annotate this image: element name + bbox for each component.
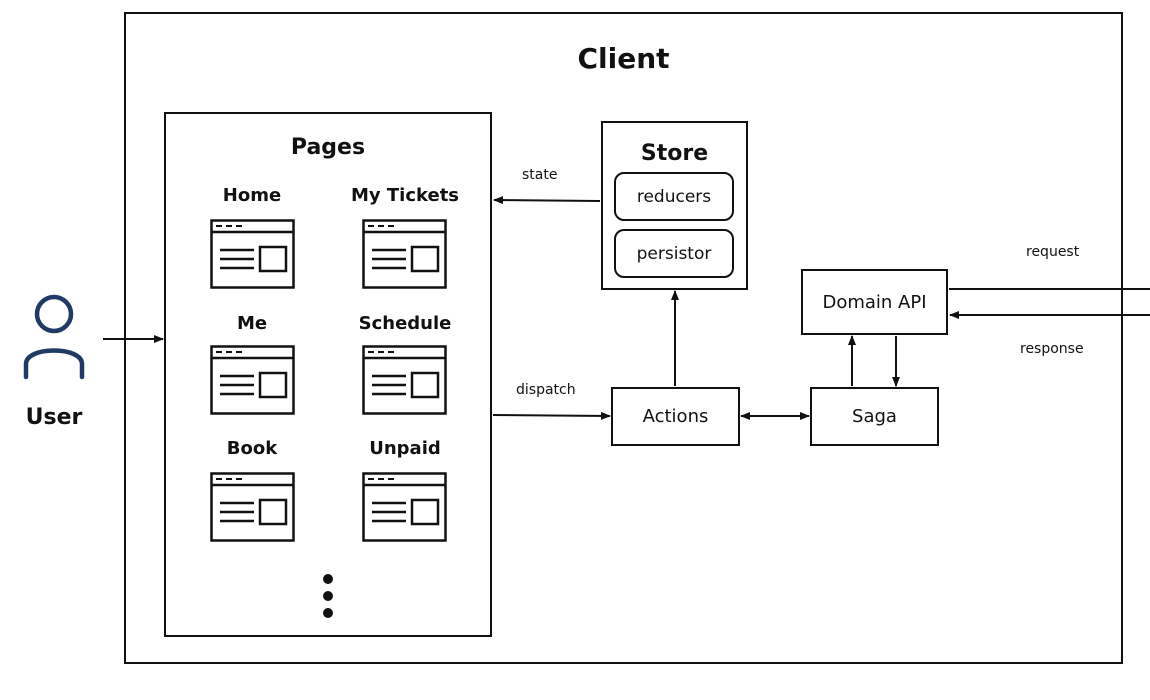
- pages-title: Pages: [290, 135, 366, 160]
- page-title-my-tickets: My Tickets: [350, 185, 460, 206]
- store-title: Store: [640, 141, 709, 166]
- page-title-me: Me: [236, 313, 268, 334]
- edge-label-request: request: [1026, 244, 1080, 260]
- domain-api-node: Domain API: [801, 269, 948, 335]
- page-title-book: Book: [226, 438, 278, 459]
- edge-label-response: response: [1020, 341, 1084, 357]
- saga-node: Saga: [810, 387, 939, 446]
- page-title-schedule: Schedule: [358, 313, 452, 334]
- page-window-icon-unpaid: [362, 472, 447, 542]
- page-window-icon-book: [210, 472, 295, 542]
- page-window-icon-home: [210, 219, 295, 289]
- edge-label-dispatch: dispatch: [516, 382, 576, 398]
- arrow-store-to-pages: [493, 196, 601, 205]
- store-reducers: reducers: [614, 172, 734, 221]
- page-window-icon-schedule: [362, 345, 447, 415]
- client-title: Client: [577, 42, 670, 75]
- user-icon: [14, 292, 94, 387]
- arrow-pages-to-actions: [492, 411, 611, 420]
- page-title-home: Home: [222, 185, 282, 206]
- page-window-icon-me: [210, 345, 295, 415]
- edge-label-state: state: [522, 167, 558, 183]
- more-pages-ellipsis-icon: [318, 572, 338, 622]
- page-window-icon-my-tickets: [362, 219, 447, 289]
- actions-node: Actions: [611, 387, 740, 446]
- user-label: User: [25, 405, 83, 430]
- store-persistor: persistor: [614, 229, 734, 278]
- page-title-unpaid: Unpaid: [369, 438, 441, 459]
